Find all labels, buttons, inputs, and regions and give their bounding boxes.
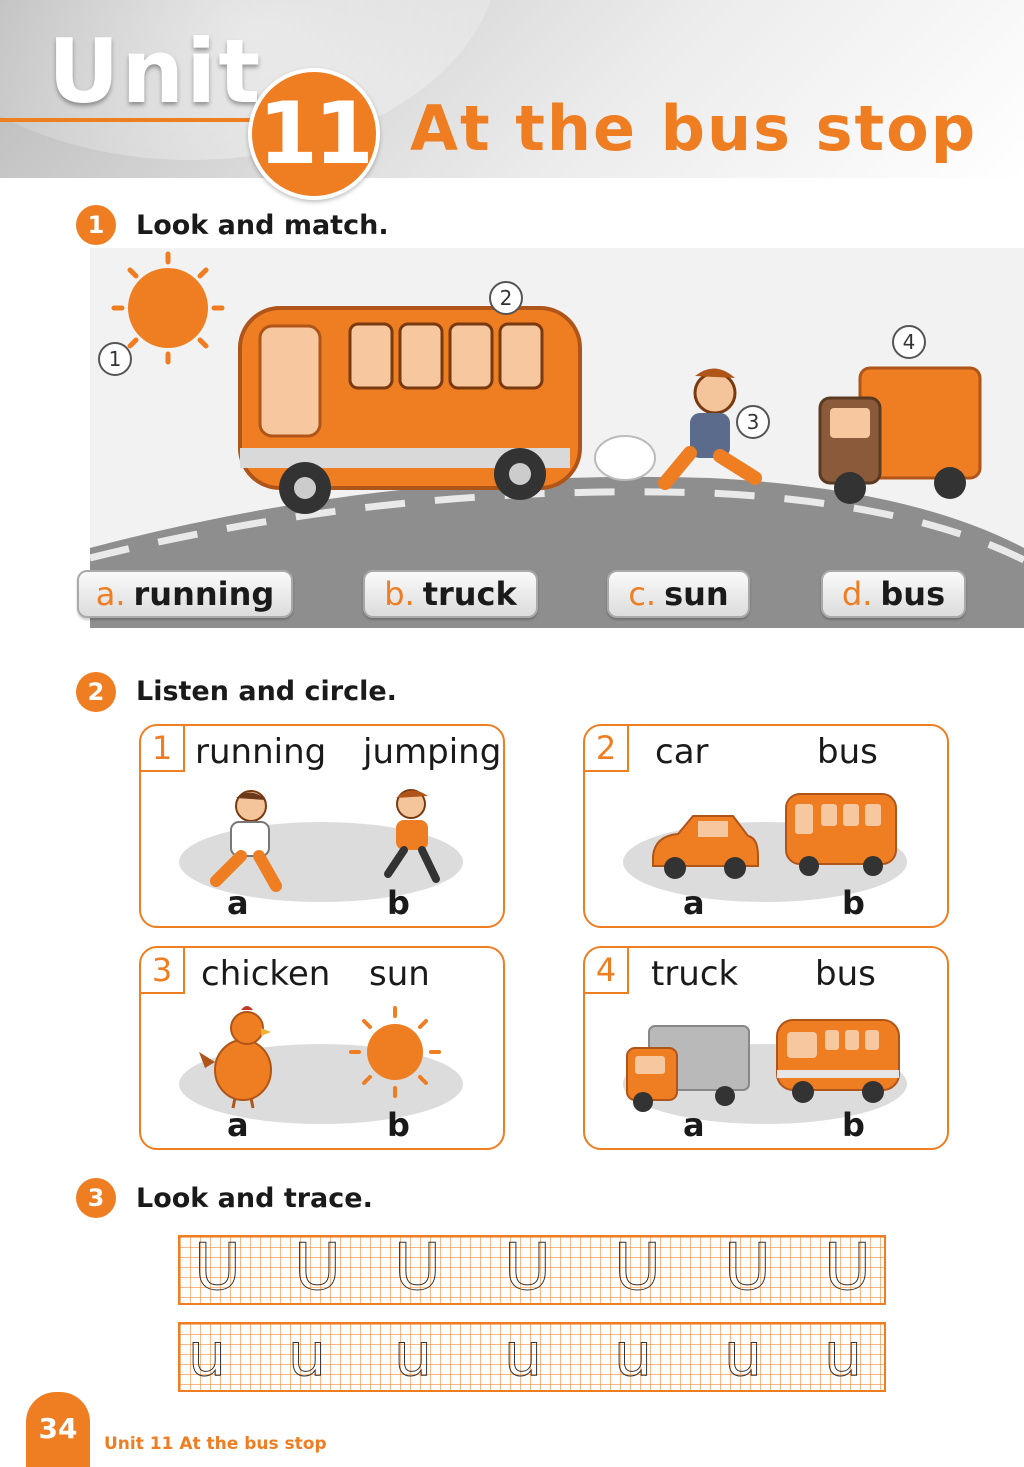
choice-b-word: sun	[369, 954, 430, 994]
choice-b-label[interactable]: b	[387, 1106, 410, 1144]
sun-icon	[111, 251, 225, 365]
header-rule	[0, 118, 270, 122]
choice-a-word: truck	[651, 954, 739, 994]
trace-letter: u	[613, 1320, 653, 1391]
choice-b-label[interactable]: b	[842, 884, 865, 922]
choice-b-word: bus	[815, 954, 876, 994]
marker-2: 2	[489, 281, 523, 315]
trace-letter: U	[824, 1231, 872, 1306]
choice-a-word: chicken	[201, 954, 331, 994]
trace-grid-lowercase[interactable]: u u u u u u u	[178, 1320, 886, 1392]
choice-b-label[interactable]: b	[387, 884, 410, 922]
option-c-sun[interactable]: c. sun	[607, 570, 750, 618]
unit-number-badge: 11	[248, 68, 380, 200]
marker-3: 3	[736, 405, 770, 439]
page-number: 34	[26, 1392, 90, 1467]
marker-4: 4	[892, 325, 926, 359]
bus-icon	[776, 1019, 900, 1103]
car-icon	[652, 815, 759, 879]
item-number: 2	[585, 726, 629, 772]
marker-1: 1	[98, 342, 132, 376]
item-number: 3	[141, 948, 185, 994]
scene-illustration	[89, 251, 1024, 628]
header-background	[0, 0, 1024, 178]
option-d-bus[interactable]: d. bus	[821, 570, 966, 618]
trace-grid-uppercase[interactable]: U U U U U U U	[178, 1231, 886, 1306]
option-a-running[interactable]: a. running	[77, 570, 293, 618]
jumping-girl-icon	[384, 789, 440, 883]
chicken-icon	[199, 1006, 272, 1109]
option-word: running	[133, 575, 275, 613]
trace-letter: u	[187, 1320, 227, 1391]
option-letter: c.	[628, 575, 657, 613]
option-letter: b.	[384, 575, 415, 613]
trace-letter: U	[504, 1231, 552, 1306]
section-1-number: 1	[76, 205, 116, 245]
trace-letter: U	[394, 1231, 442, 1306]
trace-letter: U	[294, 1231, 342, 1306]
option-word: truck	[422, 575, 517, 613]
choice-a-label[interactable]: a	[683, 1106, 705, 1144]
choice-a-label[interactable]: a	[227, 1106, 249, 1144]
trace-letter: u	[723, 1320, 763, 1391]
running-boy-icon	[210, 790, 282, 892]
choice-b-word: jumping	[363, 732, 502, 772]
trace-letter: u	[503, 1320, 543, 1391]
trace-letter: U	[614, 1231, 662, 1306]
choice-b-label[interactable]: b	[842, 1106, 865, 1144]
listen-item-3: 3 chicken sun a b	[139, 946, 505, 1150]
section-2-title: Listen and circle.	[136, 676, 397, 707]
truck-icon	[626, 1025, 750, 1112]
choice-a-word: running	[195, 732, 327, 772]
option-letter: d.	[841, 575, 873, 613]
trace-letter: U	[194, 1231, 242, 1306]
section-1-title: Look and match.	[136, 210, 389, 241]
section-3-title: Look and trace.	[136, 1183, 373, 1214]
trace-letter: U	[724, 1231, 772, 1306]
listen-item-1: 1 running jumping a b	[139, 724, 505, 928]
option-word: sun	[664, 575, 729, 613]
sun-icon	[349, 1006, 441, 1098]
trace-letter: u	[823, 1320, 863, 1391]
footer-text: Unit 11 At the bus stop	[104, 1434, 327, 1454]
choice-b-word: bus	[817, 732, 878, 772]
listen-item-2: 2 car bus a b	[583, 724, 949, 928]
option-letter: a.	[95, 575, 126, 613]
bus-stop-scene	[89, 248, 1024, 628]
item-number: 1	[141, 726, 185, 772]
bus-icon	[785, 793, 897, 876]
choice-a-label[interactable]: a	[227, 884, 249, 922]
unit-word: Unit	[48, 20, 263, 123]
unit-title: At the bus stop	[410, 92, 978, 165]
trace-letter: u	[287, 1320, 327, 1391]
choice-a-label[interactable]: a	[683, 884, 705, 922]
truck-icon	[818, 366, 982, 504]
bus-icon	[238, 306, 582, 514]
running-boy-icon	[658, 368, 762, 490]
section-3-number: 3	[76, 1178, 116, 1218]
trace-letter: u	[393, 1320, 433, 1391]
item-number: 4	[585, 948, 629, 994]
listen-item-4: 4 truck bus a b	[583, 946, 949, 1150]
section-2-number: 2	[76, 672, 116, 712]
choice-a-word: car	[655, 732, 709, 772]
option-b-truck[interactable]: b. truck	[363, 570, 538, 618]
option-word: bus	[880, 575, 946, 613]
